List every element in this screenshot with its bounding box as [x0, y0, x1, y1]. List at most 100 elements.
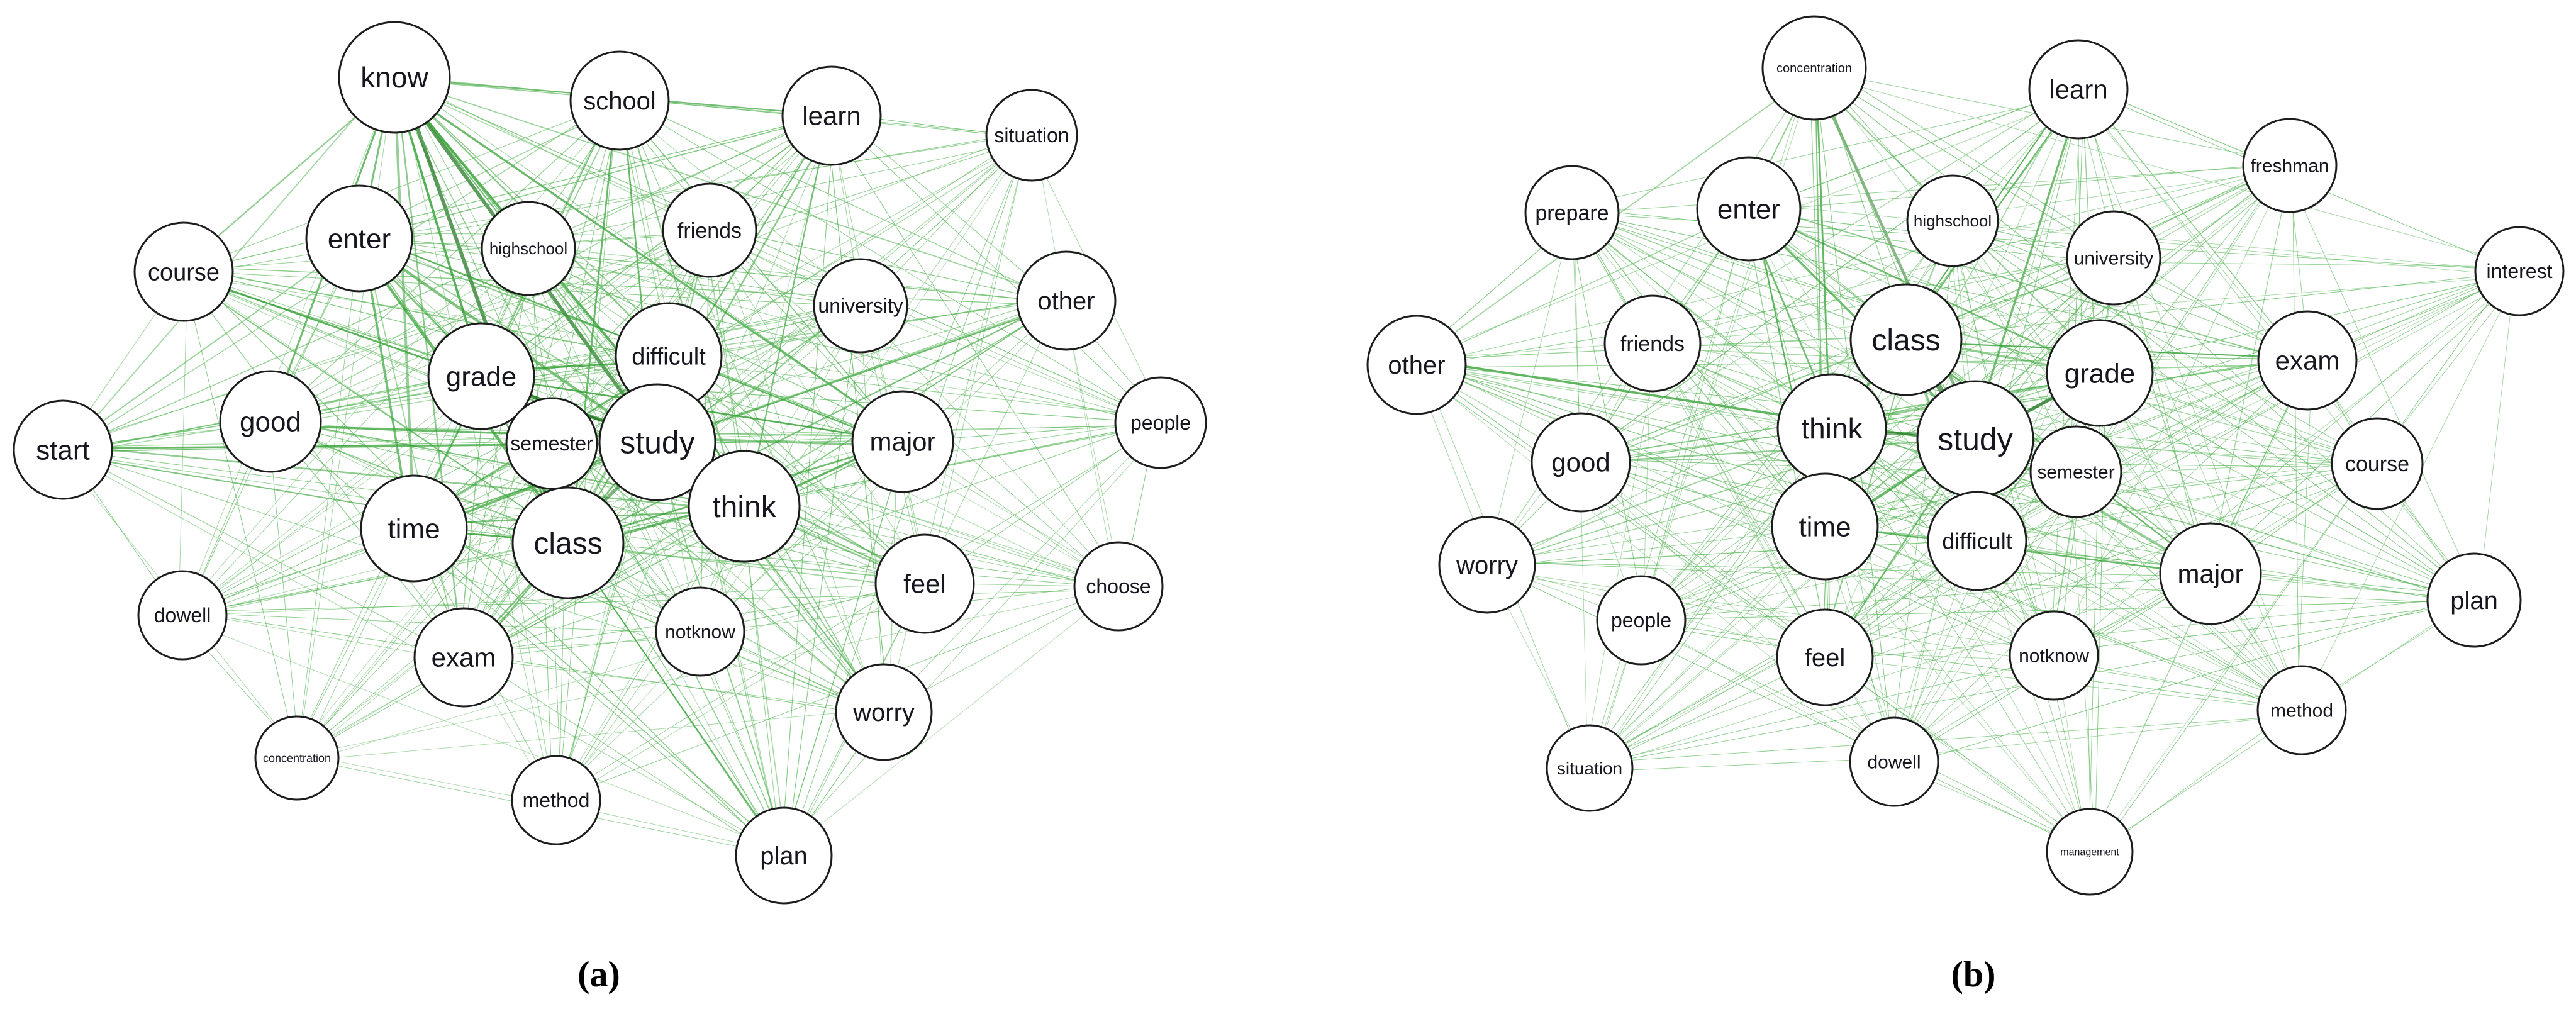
edge — [2092, 462, 2375, 853]
edge — [1591, 439, 1974, 768]
node-circle — [338, 21, 451, 134]
node-a-concentration: concentration — [254, 715, 340, 801]
node-circle — [511, 486, 625, 599]
node-circle — [1016, 250, 1117, 351]
edge — [1975, 359, 2310, 542]
edge — [267, 129, 1035, 428]
edge — [2082, 86, 2207, 577]
node-b-class: class — [1849, 283, 1963, 396]
node-circle — [1524, 165, 1620, 260]
node-circle — [1531, 412, 1631, 513]
node-b-good: good — [1531, 412, 1631, 513]
node-b-course: course — [2331, 417, 2424, 510]
node-b-highschool: highschool — [1906, 174, 1999, 267]
edge — [413, 532, 784, 852]
edge — [486, 376, 1156, 423]
node-b-method: method — [2256, 665, 2347, 755]
edge — [187, 269, 900, 445]
node-circle — [505, 397, 598, 490]
node-circle — [413, 607, 514, 708]
edge — [1582, 335, 1905, 467]
edge — [1639, 621, 2304, 710]
edge — [566, 294, 1069, 549]
node-circle — [13, 399, 113, 500]
node-circle — [1849, 716, 1939, 807]
edge — [553, 109, 830, 450]
node-b-concentration: concentration — [1761, 15, 1867, 121]
node-b-friends: friends — [1603, 294, 1702, 393]
edge — [1422, 363, 1972, 543]
node-a-friends: friends — [662, 182, 757, 278]
edge — [557, 588, 1117, 799]
edge — [1583, 438, 1973, 464]
edge — [1971, 91, 2083, 438]
node-a-plan: plan — [735, 806, 833, 905]
edge — [2055, 604, 2473, 652]
node-circle — [1916, 380, 2034, 498]
edge — [665, 360, 1164, 418]
edge — [1417, 364, 1832, 430]
edge — [187, 115, 828, 272]
edge — [1894, 477, 2076, 757]
node-circle — [851, 390, 954, 493]
edge — [1574, 215, 1823, 655]
edge — [186, 266, 781, 861]
edge — [1485, 357, 2310, 568]
node-circle — [1927, 491, 2027, 591]
edge — [567, 545, 926, 581]
edge — [568, 541, 784, 857]
edge — [1567, 209, 1646, 624]
edge — [178, 268, 188, 619]
edge — [65, 454, 566, 538]
edge — [65, 355, 666, 450]
edge — [2102, 376, 2472, 598]
edge — [1588, 757, 1895, 772]
edge — [572, 300, 856, 549]
edge — [560, 582, 921, 802]
node-circle — [2426, 552, 2522, 648]
edge — [786, 131, 1030, 860]
node-circle — [569, 50, 670, 151]
node-circle — [1596, 575, 1687, 666]
edge — [713, 226, 880, 716]
edge — [1577, 208, 2109, 263]
node-b-dowell: dowell — [1849, 716, 1939, 807]
edge — [1586, 276, 2523, 763]
edge — [301, 508, 740, 756]
edge — [1750, 87, 2077, 211]
edge — [2080, 460, 2373, 476]
edge — [416, 527, 882, 714]
node-circle — [1849, 283, 1963, 396]
edge — [60, 448, 886, 714]
node-a-dowell: dowell — [137, 570, 228, 661]
edge — [1485, 459, 2380, 569]
node-circle — [219, 370, 322, 473]
node-circle — [305, 184, 413, 293]
node-circle — [813, 258, 908, 354]
edge — [1485, 208, 1575, 570]
node-circle — [874, 533, 975, 634]
node-circle — [1771, 472, 1879, 581]
edge — [464, 419, 1161, 661]
edge — [1950, 226, 2304, 705]
node-b-worry: worry — [1438, 516, 1536, 614]
edge — [557, 425, 1159, 798]
edge — [557, 442, 657, 800]
node-a-worry: worry — [835, 663, 933, 761]
node-circle — [133, 221, 234, 322]
edge — [711, 226, 1065, 304]
node-a-school: school — [569, 50, 670, 151]
node-circle — [2009, 610, 2099, 701]
node-circle — [1073, 541, 1164, 632]
node-a-university: university — [813, 258, 908, 354]
edge — [1576, 90, 2083, 462]
node-a-start: start — [13, 399, 113, 500]
edge — [181, 503, 746, 618]
edge — [666, 352, 927, 588]
edge — [616, 98, 906, 444]
edge — [181, 610, 886, 717]
edge — [186, 140, 1029, 611]
node-a-course: course — [133, 221, 234, 322]
edge — [357, 236, 863, 308]
node-circle — [2046, 808, 2134, 896]
